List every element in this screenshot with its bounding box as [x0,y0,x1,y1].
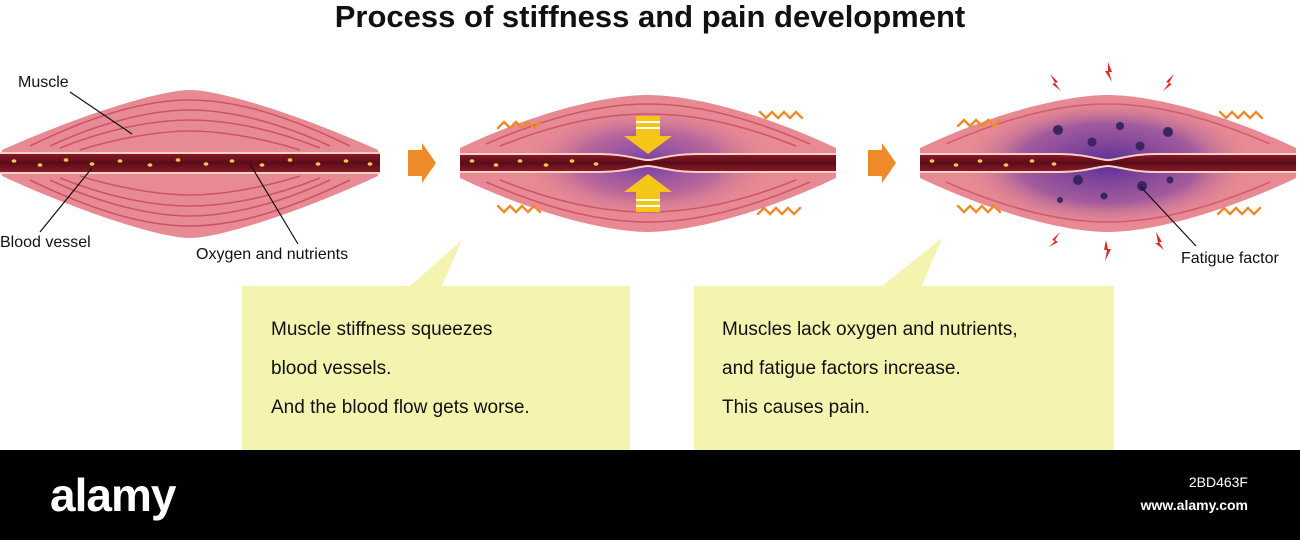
fatigue-leader-line [1139,185,1197,247]
tension-wave-icon [496,110,804,216]
watermark-bar [0,450,1300,540]
blood-vessel [920,154,1296,172]
fatigue-particle-icon [1053,122,1174,203]
bubble-2-line: Muscles lack oxygen and nutrients, [722,319,1018,340]
label-muscle: Muscle [18,74,69,91]
image-id: 2BD463F [1188,474,1248,490]
page-title: Process of stiffness and pain developmen… [334,0,966,34]
bubble-2-line: and fatigue factors increase. [722,358,961,379]
bubble-1-line: Muscle stiffness squeezes [271,319,493,340]
muscle-stiff [460,95,836,232]
oxygen-leader-line [249,163,299,245]
bubble-1-line: blood vessels. [271,358,392,379]
site-url: www.alamy.com [1140,497,1248,513]
alamy-logo: alamy [50,469,176,521]
blood-vessel [460,154,836,172]
step-arrow-icon [868,143,896,183]
label-blood-vessel: Blood vessel [0,234,91,251]
muscle-leader-line [69,91,133,135]
speech-bubble-2 [694,238,1114,450]
process-diagram [0,62,1296,450]
label-oxygen: Oxygen and nutrients [196,246,349,263]
bubble-1-text: Muscle stiffness squeezes blood vessels.… [271,310,530,427]
squeeze-down-arrow-icon [624,116,672,154]
pain-bolt-icon [1049,62,1174,261]
bubble-1-line: And the blood flow gets worse. [271,397,530,418]
bubble-2-text: Muscles lack oxygen and nutrients, and f… [722,310,1018,427]
blood-vessel-leader-line [39,167,93,233]
label-fatigue: Fatigue factor [1181,250,1279,267]
blood-vessel [0,153,380,173]
step-arrow-icon [408,143,436,183]
squeeze-up-arrow-icon [624,174,672,212]
oxygen-particles [11,158,373,167]
muscle-normal [0,90,380,245]
bubble-2-line: This causes pain. [722,397,870,418]
muscle-pain [920,62,1296,261]
speech-bubble-1 [242,240,630,450]
